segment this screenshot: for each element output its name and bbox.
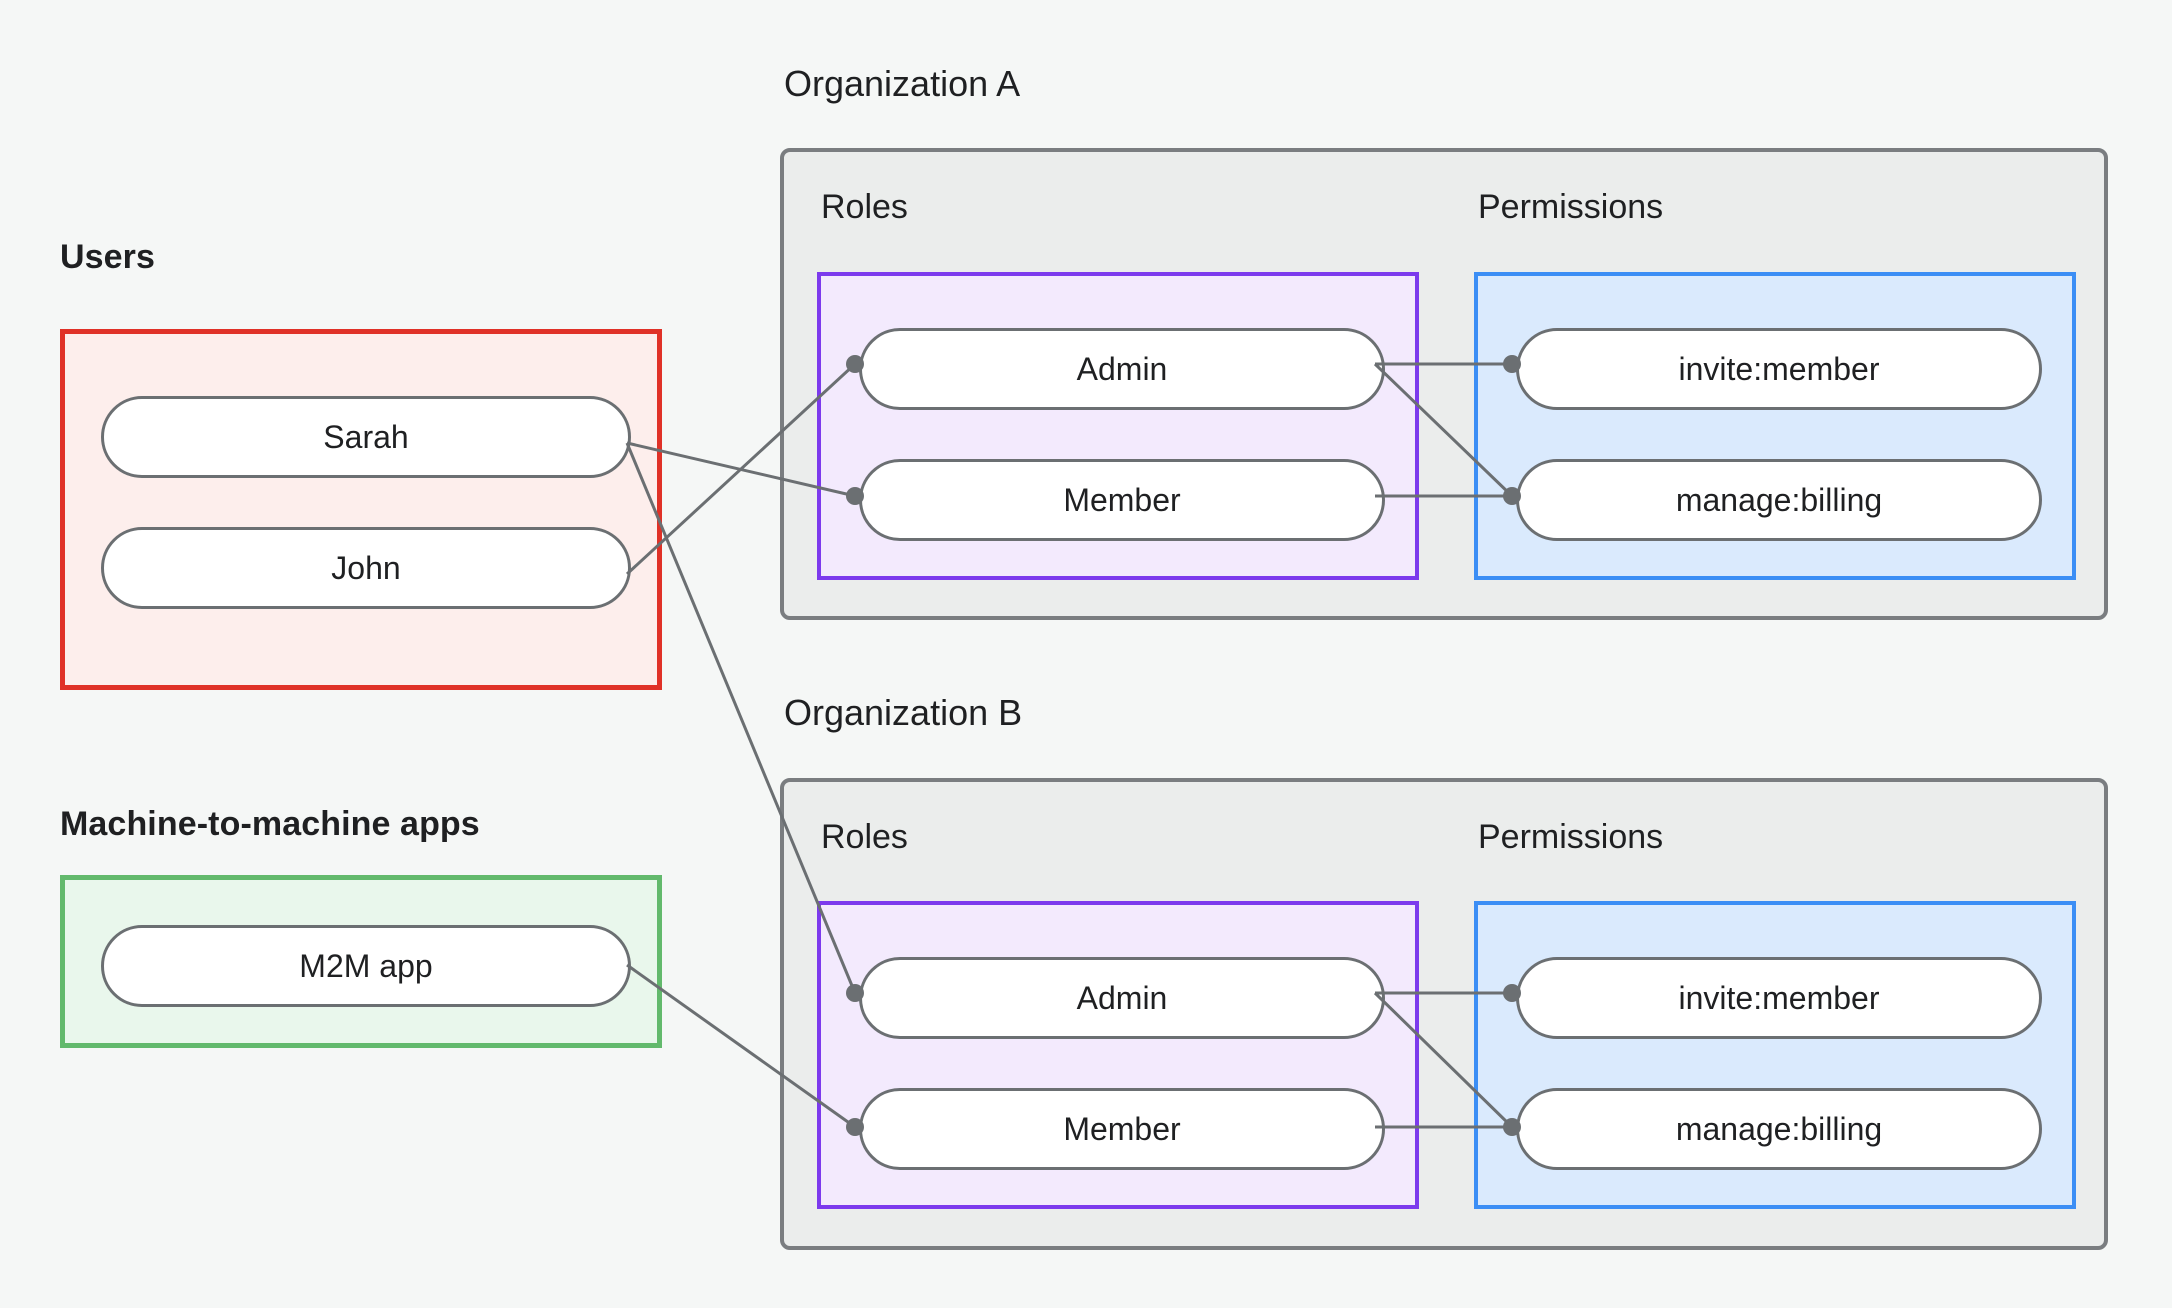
user-pill-sarah[interactable]: Sarah: [101, 396, 631, 478]
org-a-title: Organization A: [784, 63, 1021, 104]
org-a-role-pill-admin[interactable]: Admin: [859, 328, 1385, 410]
org-a-permissions-container: invite:member manage:billing: [1474, 272, 2076, 580]
org-a-permission-pill-manage-billing[interactable]: manage:billing: [1516, 459, 2042, 541]
m2m-container: M2M app: [60, 875, 662, 1048]
org-b-role-pill-member[interactable]: Member: [859, 1088, 1385, 1170]
org-b-title: Organization B: [784, 692, 1023, 733]
org-b-permissions-title: Permissions: [1478, 818, 1664, 856]
users-group-label: Users: [60, 238, 156, 276]
org-b-permission-pill-manage-billing[interactable]: manage:billing: [1516, 1088, 2042, 1170]
org-b-role-pill-admin[interactable]: Admin: [859, 957, 1385, 1039]
org-a-roles-container: Admin Member: [817, 272, 1419, 580]
org-b-roles-container: Admin Member: [817, 901, 1419, 1209]
org-a-roles-title: Roles: [821, 188, 908, 226]
org-a-permission-pill-invite-member[interactable]: invite:member: [1516, 328, 2042, 410]
org-b-permission-pill-invite-member[interactable]: invite:member: [1516, 957, 2042, 1039]
org-a-role-pill-member[interactable]: Member: [859, 459, 1385, 541]
user-pill-john[interactable]: John: [101, 527, 631, 609]
users-container: Sarah John: [60, 329, 662, 690]
m2m-pill-app[interactable]: M2M app: [101, 925, 631, 1007]
org-b-roles-title: Roles: [821, 818, 908, 856]
m2m-group-label: Machine-to-machine apps: [60, 805, 480, 843]
org-b-permissions-container: invite:member manage:billing: [1474, 901, 2076, 1209]
org-a-permissions-title: Permissions: [1478, 188, 1664, 226]
